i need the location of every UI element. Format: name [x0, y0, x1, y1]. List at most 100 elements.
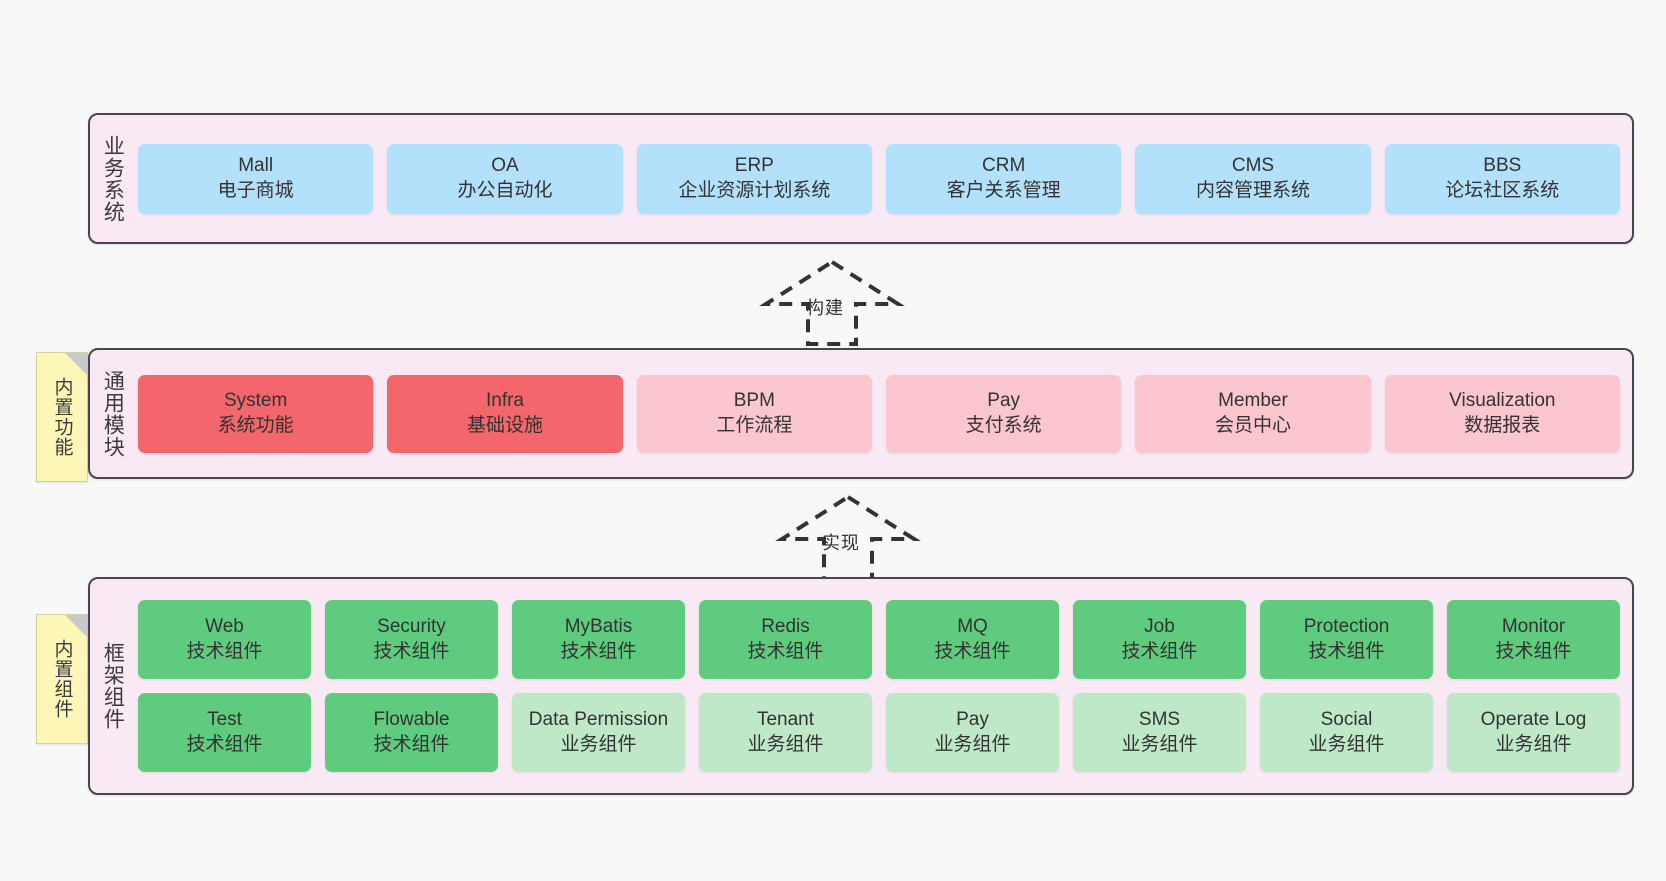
card-title: Social: [1320, 708, 1373, 730]
card-flowable[interactable]: Flowable 技术组件: [325, 693, 498, 772]
card-subtitle: 技术组件: [186, 733, 263, 755]
card-title: MyBatis: [564, 615, 633, 637]
layer-title-framework-component: 框架组件: [101, 642, 125, 730]
card-title: Job: [1144, 615, 1175, 637]
card-title: SMS: [1138, 708, 1181, 730]
card-bpm[interactable]: BPM 工作流程: [636, 374, 872, 453]
card-title: Tenant: [756, 708, 815, 730]
card-subtitle: 基础设施: [466, 414, 543, 436]
card-subtitle: 技术组件: [747, 640, 824, 662]
card-title: Operate Log: [1480, 708, 1587, 730]
card-crm[interactable]: CRM 客户关系管理: [885, 143, 1122, 214]
card-title: Member: [1218, 389, 1288, 411]
card-title: Infra: [485, 389, 524, 411]
card-title: Web: [205, 615, 244, 637]
card-subtitle: 业务组件: [560, 733, 637, 755]
card-pay-business[interactable]: Pay 业务组件: [886, 693, 1059, 772]
arrow-implement: 实现: [768, 493, 928, 583]
card-title: MQ: [957, 615, 988, 637]
card-mq[interactable]: MQ 技术组件: [886, 600, 1059, 679]
card-data-permission[interactable]: Data Permission 业务组件: [512, 693, 685, 772]
card-title: Security: [377, 615, 446, 637]
card-security[interactable]: Security 技术组件: [325, 600, 498, 679]
card-infra[interactable]: Infra 基础设施: [387, 374, 623, 453]
card-mybatis[interactable]: MyBatis 技术组件: [512, 600, 685, 679]
card-subtitle: 技术组件: [373, 640, 450, 662]
card-subtitle: 支付系统: [965, 414, 1042, 436]
card-erp[interactable]: ERP 企业资源计划系统: [636, 143, 872, 214]
card-mall[interactable]: Mall 电子商城: [138, 143, 374, 214]
layer-business-system: 业务系统 Mall 电子商城 OA 办公自动化 ERP 企业资源计划系统 CRM…: [88, 113, 1634, 244]
card-subtitle: 技术组件: [373, 733, 450, 755]
card-subtitle: 内容管理系统: [1195, 179, 1310, 201]
card-title: Visualization: [1449, 389, 1556, 411]
layer-common-module: 通用模块 System 系统功能 Infra 基础设施 BPM 工作流程 Pay…: [88, 348, 1634, 479]
card-title: BBS: [1483, 154, 1522, 176]
card-subtitle: 客户关系管理: [946, 179, 1061, 201]
card-title: OA: [491, 154, 519, 176]
layer-body-business-system: Mall 电子商城 OA 办公自动化 ERP 企业资源计划系统 CRM 客户关系…: [134, 115, 1632, 242]
card-subtitle: 会员中心: [1214, 414, 1291, 436]
card-subtitle: 技术组件: [934, 640, 1011, 662]
card-subtitle: 工作流程: [716, 414, 793, 436]
card-pay[interactable]: Pay 支付系统: [885, 374, 1122, 453]
note-builtin-function: 内置功能: [36, 352, 88, 482]
card-visualization[interactable]: Visualization 数据报表: [1384, 374, 1620, 453]
card-subtitle: 技术组件: [1308, 640, 1385, 662]
card-bbs[interactable]: BBS 论坛社区系统: [1384, 143, 1620, 214]
note-builtin-component: 内置组件: [36, 614, 88, 744]
card-subtitle: 技术组件: [1121, 640, 1198, 662]
card-sms[interactable]: SMS 业务组件: [1073, 693, 1246, 772]
card-title: Pay: [987, 389, 1021, 411]
card-cms[interactable]: CMS 内容管理系统: [1135, 143, 1371, 214]
card-title: Pay: [956, 708, 989, 730]
card-title: Protection: [1303, 615, 1390, 637]
card-web[interactable]: Web 技术组件: [138, 600, 311, 679]
card-subtitle: 技术组件: [1495, 640, 1572, 662]
card-subtitle: 业务组件: [934, 733, 1011, 755]
note-fold-corner-icon: [65, 615, 87, 637]
layer-body-common-module: System 系统功能 Infra 基础设施 BPM 工作流程 Pay 支付系统…: [134, 350, 1632, 477]
card-monitor[interactable]: Monitor 技术组件: [1447, 600, 1620, 679]
card-oa[interactable]: OA 办公自动化: [387, 143, 623, 214]
card-subtitle: 业务组件: [1121, 733, 1198, 755]
dashed-hollow-arrow-icon: [759, 259, 905, 346]
card-title: CMS: [1231, 154, 1275, 176]
card-subtitle: 电子商城: [217, 179, 294, 201]
card-subtitle: 业务组件: [1495, 733, 1572, 755]
layer-body-framework-component: Web 技术组件 Security 技术组件 MyBatis 技术组件 Redi…: [134, 579, 1632, 793]
card-tenant[interactable]: Tenant 业务组件: [699, 693, 872, 772]
card-title: System: [223, 389, 288, 411]
card-title: Data Permission: [528, 708, 669, 730]
card-row: Test 技术组件 Flowable 技术组件 Data Permission …: [138, 693, 1620, 772]
card-row: Mall 电子商城 OA 办公自动化 ERP 企业资源计划系统 CRM 客户关系…: [138, 143, 1620, 214]
card-test[interactable]: Test 技术组件: [138, 693, 311, 772]
card-social[interactable]: Social 业务组件: [1260, 693, 1433, 772]
card-subtitle: 技术组件: [186, 640, 263, 662]
card-job[interactable]: Job 技术组件: [1073, 600, 1246, 679]
card-operate-log[interactable]: Operate Log 业务组件: [1447, 693, 1620, 772]
arrow-build: 构建: [752, 258, 912, 348]
card-redis[interactable]: Redis 技术组件: [699, 600, 872, 679]
card-member[interactable]: Member 会员中心: [1135, 374, 1371, 453]
layer-title-common-module: 通用模块: [101, 369, 125, 458]
card-title: ERP: [734, 154, 774, 176]
card-subtitle: 业务组件: [747, 733, 824, 755]
card-title: Monitor: [1501, 615, 1566, 637]
layer-framework-component: 框架组件 Web 技术组件 Security 技术组件 MyBatis 技术组件…: [88, 577, 1634, 795]
card-title: Redis: [761, 615, 810, 637]
card-subtitle: 办公自动化: [457, 179, 553, 201]
card-subtitle: 数据报表: [1464, 414, 1541, 436]
card-title: CRM: [982, 154, 1026, 176]
card-subtitle: 技术组件: [560, 640, 637, 662]
card-row: System 系统功能 Infra 基础设施 BPM 工作流程 Pay 支付系统…: [138, 374, 1620, 453]
note-label: 内置组件: [51, 639, 73, 719]
card-title: Mall: [238, 154, 274, 176]
card-system[interactable]: System 系统功能: [138, 374, 374, 453]
card-title: Flowable: [373, 708, 450, 730]
note-fold-corner-icon: [65, 353, 87, 375]
card-title: Test: [207, 708, 242, 730]
card-protection[interactable]: Protection 技术组件: [1260, 600, 1433, 679]
arrow-label-implement: 实现: [822, 533, 860, 553]
